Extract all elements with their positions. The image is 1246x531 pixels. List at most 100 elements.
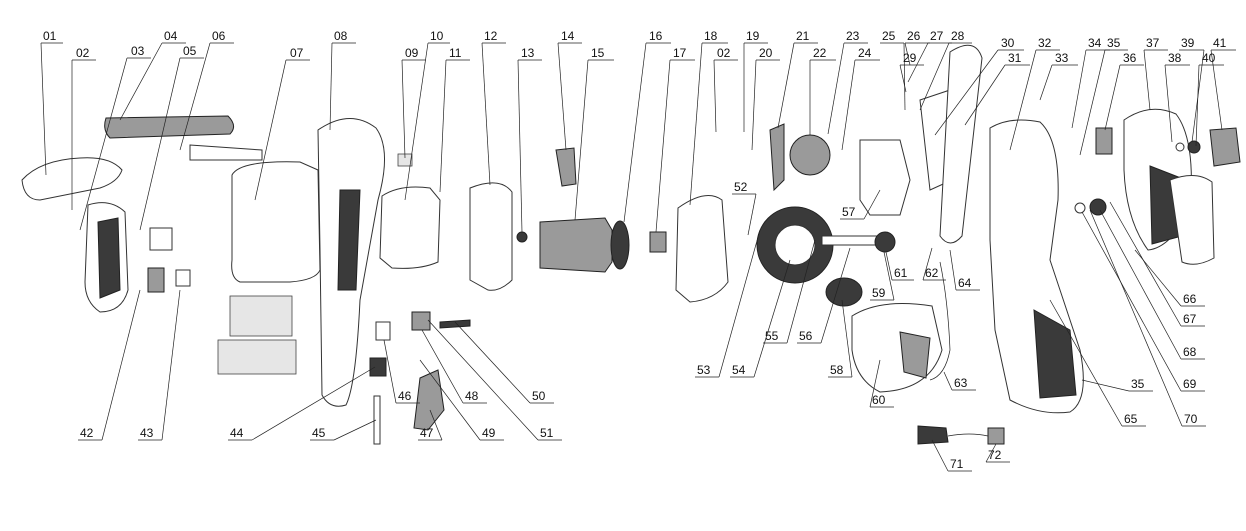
callout-13: 13 [517,46,542,233]
callout-number: 34 [1088,36,1102,50]
callout-number: 28 [951,29,965,43]
callout-leader-line [333,419,377,441]
callout-leader-line [655,59,671,233]
callout-leader-line [179,42,211,151]
part-trigger-47 [413,369,445,431]
callout-42: 42 [78,289,141,441]
callout-leader-line [401,59,406,159]
callout-number: 70 [1184,412,1198,426]
callout-67: 67 [1109,201,1205,327]
callout-17: 17 [655,46,695,233]
part-nut-68 [1089,198,1107,216]
callout-64: 64 [949,249,980,291]
callout-number: 54 [732,363,746,377]
part-illustrations [21,44,1241,445]
part-power-plug [917,425,949,445]
callout-56: 56 [797,247,851,344]
callout-number: 46 [398,389,412,403]
callout-number: 65 [1124,412,1138,426]
callout-16: 16 [623,29,671,223]
callout-52: 52 [732,180,757,236]
callout-number: 45 [312,426,326,440]
callout-number: 31 [1008,51,1022,65]
callout-leader-line [922,247,933,281]
callout-23: 23 [827,29,868,135]
callout-number: 39 [1181,36,1195,50]
callout-leader-line [1079,49,1106,156]
callout-leader-line [1049,299,1123,427]
part-cooling-fins [337,189,361,291]
callout-35: 35 [1079,36,1128,156]
callout-20: 20 [751,46,780,151]
callout-46: 46 [383,339,420,404]
callout-leader-line [1109,201,1182,327]
callout-number: 19 [746,29,760,43]
callout-number: 01 [43,29,57,43]
callout-number: 02 [76,46,90,60]
callout-leader-line [1009,49,1037,151]
callout-number: 47 [420,426,434,440]
callout-number: 60 [872,393,886,407]
callout-leader-line [949,249,957,291]
callout-number: 07 [290,46,304,60]
part-rear-grip-texture [1033,309,1077,399]
callout-01: 01 [40,29,63,176]
callout-number: 56 [799,329,813,343]
callout-number: 44 [230,426,244,440]
callout-leader-line [161,289,181,441]
callout-leader-line [574,59,589,221]
callout-leader-line [421,329,464,404]
callout-leader-line [383,339,397,404]
part-stator [379,186,441,269]
callout-number: 68 [1183,345,1197,359]
part-manual-sheet [217,339,297,375]
callout-number: 15 [591,46,605,60]
callout-leader-line [899,64,907,93]
callout-leader-line [251,366,376,441]
callout-37: 37 [1143,36,1168,111]
callout-number: 42 [80,426,94,440]
callout-05: 05 [139,44,204,231]
callout-number: 10 [430,29,444,43]
callout-02: 02 [713,46,738,133]
part-oil-cap [1209,127,1241,167]
callout-25: 25 [880,29,906,111]
part-guide-bar [939,44,983,244]
callout-number: 17 [673,46,687,60]
callout-leader-line [689,42,703,206]
callout-30: 30 [934,36,1024,136]
part-side-cover-grille [97,217,121,299]
callout-53: 53 [695,229,761,378]
part-handle-grip-pad [899,331,931,379]
callout-number: 08 [334,29,348,43]
callout-number: 57 [842,205,856,219]
callout-leader-line [934,49,999,136]
callout-leader-line [517,59,523,233]
callout-leader-line [79,57,128,231]
callout-leader-line [903,42,906,111]
callout-44: 44 [228,366,376,441]
callout-number: 22 [813,46,827,60]
part-oil-tank [1169,175,1215,265]
callout-70: 70 [1089,209,1206,427]
callout-leader-line [40,42,47,176]
part-knob [825,277,863,307]
part-drive-gear [789,134,831,176]
callout-69: 69 [1081,211,1205,392]
callout-number: 25 [882,29,896,43]
part-switch-block [149,227,173,251]
callout-number: 40 [1202,51,1216,65]
callout-number: 09 [405,46,419,60]
callout-leader-line [1081,379,1130,392]
callout-number: 72 [988,448,1002,462]
callout-06: 06 [179,29,234,151]
callout-09: 09 [401,46,426,159]
part-large-gear-hub [774,224,816,266]
callout-leader-line [429,409,443,441]
part-gearbox-housing [675,195,729,303]
part-cord-connector [987,427,1005,445]
callout-36: 36 [1104,51,1144,131]
part-motor-plate [469,182,513,291]
